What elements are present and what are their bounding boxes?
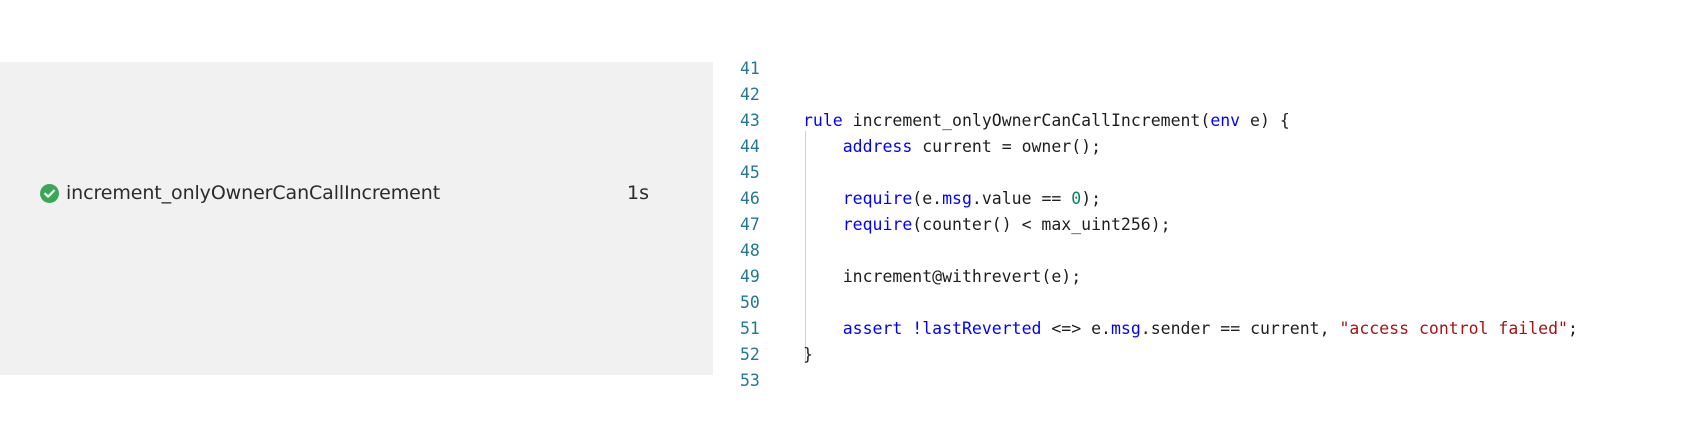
code-text: increment@withrevert(e); (803, 264, 1081, 290)
token-kw: env (1210, 111, 1241, 130)
token (803, 215, 843, 234)
token-str: "access control failed" (1339, 319, 1568, 338)
line-number: 42 (740, 85, 760, 104)
token-num: 0 (1071, 189, 1082, 208)
rule-list-item[interactable]: increment_onlyOwnerCanCallIncrement (40, 180, 440, 206)
rules-panel (0, 62, 713, 375)
line-number: 43 (740, 111, 760, 130)
token-kw: assert (842, 319, 903, 338)
token: (counter() < max_uint256); (912, 215, 1171, 234)
token-kw: msg (1110, 319, 1141, 338)
check-circle-icon (40, 183, 59, 203)
token (803, 319, 843, 338)
token (902, 319, 912, 338)
line-number: 41 (740, 59, 760, 78)
line-number: 53 (740, 371, 760, 390)
token: } (803, 345, 813, 364)
token: e) { (1240, 111, 1290, 130)
code-text: } (803, 342, 813, 368)
code-editor[interactable]: 41 42 43 rule increment_onlyOwnerCanCallInc… (713, 59, 1702, 390)
rule-name: increment_onlyOwnerCanCallIncrement (66, 182, 441, 204)
token-kw: !lastReverted (912, 319, 1042, 338)
token-kw: rule (803, 111, 843, 130)
token: <=> e. (1041, 319, 1111, 338)
token: increment@withrevert(e); (803, 267, 1082, 286)
code-text: assert !lastReverted <=> e.msg.sender ==… (803, 316, 1578, 342)
line-number: 48 (740, 241, 760, 260)
token: increment_onlyOwnerCanCallIncrement( (842, 111, 1211, 130)
token (803, 189, 843, 208)
line-number: 52 (740, 345, 760, 364)
token: ; (1567, 319, 1578, 338)
token (803, 137, 843, 156)
line-number: 45 (740, 163, 760, 182)
code-text: require(counter() < max_uint256); (803, 212, 1171, 238)
code-text: rule increment_onlyOwnerCanCallIncrement… (803, 108, 1290, 134)
token: .value == (971, 189, 1072, 208)
code-text: require(e.msg.value == 0); (803, 186, 1101, 212)
token: (e. (912, 189, 943, 208)
line-number: 47 (740, 215, 760, 234)
token: ); (1081, 189, 1102, 208)
indent-guide (805, 131, 806, 361)
token: .sender == current, (1140, 319, 1340, 338)
line-number: 44 (740, 137, 760, 156)
token-kw: require (842, 189, 913, 208)
token: current = owner(); (912, 137, 1102, 156)
token-kw: require (842, 215, 913, 234)
code-text: address current = owner(); (803, 134, 1101, 160)
token-kw: address (842, 137, 913, 156)
line-number: 50 (740, 293, 760, 312)
rule-duration: 1s (627, 182, 649, 204)
line-number: 49 (740, 267, 760, 286)
token-kw: msg (942, 189, 972, 208)
line-number: 46 (740, 189, 760, 208)
line-number: 51 (740, 319, 760, 338)
